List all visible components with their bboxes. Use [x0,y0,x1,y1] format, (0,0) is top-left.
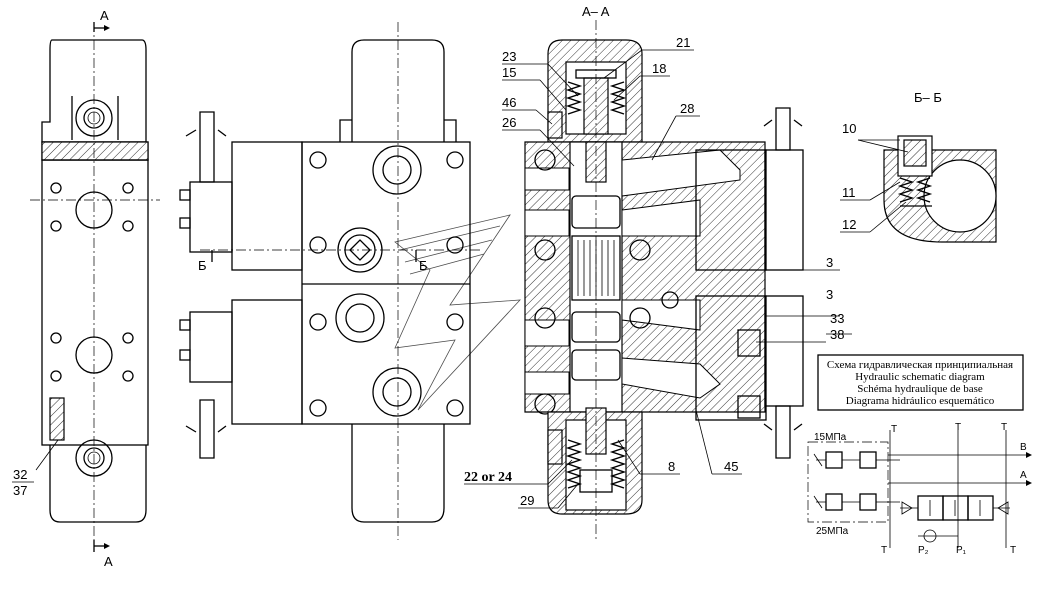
legend-en: Hydraulic schematic diagram [855,371,985,383]
callout-37: 37 [13,483,27,498]
callout-21: 21 [676,35,690,50]
callout-18: 18 [652,61,666,76]
front-view [179,22,480,540]
schematic-p2: P₂ [918,545,929,556]
callout-22-or-24: 22 or 24 [464,470,512,485]
callout-28: 28 [680,101,694,116]
callout-3a: 3 [826,255,833,270]
section-bb-title: Б– Б [914,90,942,105]
side-view [30,22,160,552]
callout-46: 46 [502,95,516,110]
callout-3b: 3 [826,287,833,302]
schematic-port-b: B [1020,442,1027,453]
callout-32: 32 [13,467,27,482]
legend-box [817,354,1024,411]
section-a-bottom: A [104,554,113,569]
callout-32-37 [12,439,59,483]
callout-11: 11 [842,185,856,200]
callout-23: 23 [502,49,516,64]
section-aa-leaders [464,49,852,509]
callout-8: 8 [668,459,675,474]
schematic-25mpa: 25МПа [816,526,849,537]
callout-12: 12 [842,217,856,232]
callout-26: 26 [502,115,516,130]
legend-fr: Schéma hydraulique de base [857,383,983,395]
callout-29: 29 [520,493,534,508]
schematic-p1: P₁ [956,545,967,556]
legend-es: Diagrama hidráulico esquemático [846,395,995,407]
callout-10: 10 [842,121,856,136]
hydraulic-schematic [807,430,1032,548]
legend-ru: Схема гидравлическая принципиальная [827,359,1013,371]
callout-15: 15 [502,65,516,80]
schematic-t4: T [881,545,887,556]
schematic-t5: T [1010,545,1016,556]
callout-38: 38 [830,327,844,342]
schematic-port-a: A [1020,470,1027,481]
watermark-logo [394,214,521,411]
section-aa-view [524,20,804,540]
section-bb-view [840,135,997,243]
schematic-t2: T [955,422,961,433]
callout-45: 45 [724,459,738,474]
schematic-15mpa: 15МПа [814,432,847,443]
callout-33: 33 [830,311,844,326]
section-a-top: A [100,8,109,23]
schematic-t1: T [891,424,897,435]
schematic-t3: T [1001,422,1007,433]
section-aa-title: A– A [582,4,610,19]
section-b-right: Б [419,258,428,273]
section-b-left: Б [198,258,207,273]
